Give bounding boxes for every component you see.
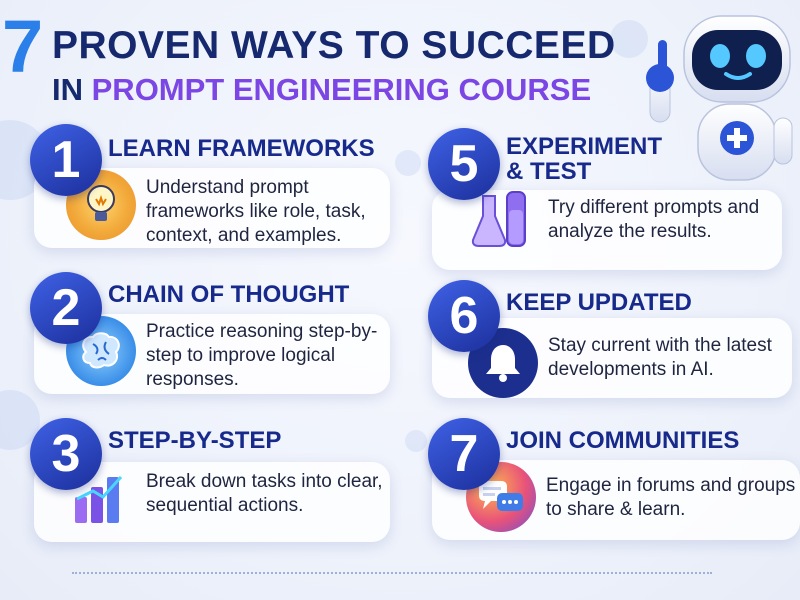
background-bubble	[395, 150, 421, 176]
tip-description-1: Understand prompt frameworks like role, …	[146, 177, 366, 246]
tip-heading-1: LEARN FRAMEWORKS	[108, 135, 375, 162]
tip-heading-6: KEEP UPDATED	[506, 289, 692, 316]
tip-badge-1: 1	[30, 124, 102, 196]
title-line-2: IN PROMPT ENGINEERING COURSE	[52, 72, 591, 108]
tip-heading-5: EXPERIMENT & TEST	[506, 133, 663, 186]
tip-badge-5: 5	[428, 128, 500, 200]
tip-badge-6: 6	[428, 280, 500, 352]
title-number: 7	[2, 5, 44, 88]
tip-description-3: Break down tasks into clear, sequential …	[146, 471, 383, 516]
lab-flask-icon	[466, 184, 536, 254]
title-prefix: IN	[52, 72, 83, 107]
tip-heading-2: CHAIN OF THOUGHT	[108, 281, 350, 308]
tip-heading-3: STEP-BY-STEP	[108, 427, 282, 454]
tip-description-7: Engage in forums and groups to share & l…	[546, 475, 796, 520]
tip-description-2: Practice reasoning step-by-step to impro…	[146, 321, 378, 390]
robot-illustration	[646, 15, 793, 181]
footer-divider	[72, 572, 712, 574]
title-line-1: PROVEN WAYS TO SUCCEED	[52, 24, 616, 67]
tip-description-5: Try different prompts and analyze the re…	[548, 197, 760, 242]
lightbulb-icon	[66, 170, 136, 240]
title-highlight: PROMPT ENGINEERING COURSE	[91, 72, 592, 107]
tip-badge-2: 2	[30, 272, 102, 344]
tip-badge-7: 7	[428, 418, 500, 490]
tip-badge-3: 3	[30, 418, 102, 490]
tip-description-6: Stay current with the latest development…	[548, 335, 772, 380]
bar-chart-icon	[66, 462, 136, 532]
background-bubble	[610, 20, 648, 58]
background-bubble	[405, 430, 427, 452]
tip-heading-7: JOIN COMMUNITIES	[506, 427, 740, 454]
